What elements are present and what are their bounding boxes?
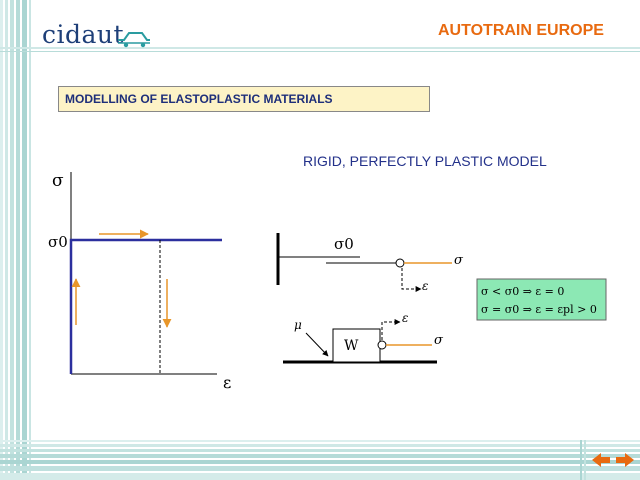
mechanism-sigma-label: σ — [454, 253, 464, 268]
sigma0-label: σ0 — [48, 233, 68, 251]
friction-block-model: W μ ε σ — [283, 311, 444, 364]
slide-navigation — [590, 450, 636, 475]
block-strain-arrow — [381, 319, 401, 340]
mu-label: μ — [294, 318, 302, 332]
brand-title: AUTOTRAIN EUROPE — [438, 22, 604, 39]
condition-line-1: σ < σ0 ⇒ ε = 0 — [481, 285, 564, 298]
mechanism-epsilon-label: ε — [422, 279, 428, 293]
bottom-stripes — [0, 440, 640, 480]
weight-label: W — [344, 338, 359, 354]
model-title: RIGID, PERFECTLY PLASTIC MODEL — [303, 153, 547, 169]
conditions-box-bg — [476, 278, 607, 321]
condition-line-2: σ = σ0 ⇒ ε = εpl > 0 — [481, 303, 597, 316]
top-divider — [0, 47, 640, 52]
block-sigma-label: σ — [434, 333, 444, 348]
nav-icons — [592, 453, 634, 467]
slide-title-box: MODELLING OF ELASTOPLASTIC MATERIALS — [58, 86, 430, 112]
arrow-right-icon[interactable] — [616, 453, 634, 467]
stress-strain-graph: σ σ0 ε — [48, 171, 231, 392]
slide-title: MODELLING OF ELASTOPLASTIC MATERIALS — [65, 92, 333, 106]
block-epsilon-label: ε — [402, 311, 408, 325]
logo-text: cidaut — [42, 20, 125, 49]
block-node-circle — [377, 340, 387, 350]
mechanism-sigma0-label: σ0 — [334, 235, 354, 253]
x-axis-label: ε — [223, 373, 231, 392]
arrow-left-icon[interactable] — [592, 453, 610, 467]
stress-strain-curve — [69, 238, 222, 374]
node-circle — [395, 258, 405, 268]
conditions-box: σ < σ0 ⇒ ε = 0 σ = σ0 ⇒ ε = εpl > 0 — [476, 278, 607, 321]
rigid-plastic-mechanism: σ0 σ ε — [276, 233, 464, 293]
car-icon — [118, 32, 150, 48]
y-axis-label: σ — [52, 171, 64, 191]
right-corner-stripes — [580, 440, 586, 480]
cidaut-logo: cidaut — [42, 20, 124, 49]
strain-arrow — [401, 268, 422, 292]
left-stripes — [0, 0, 31, 480]
friction-arrow — [305, 332, 329, 357]
